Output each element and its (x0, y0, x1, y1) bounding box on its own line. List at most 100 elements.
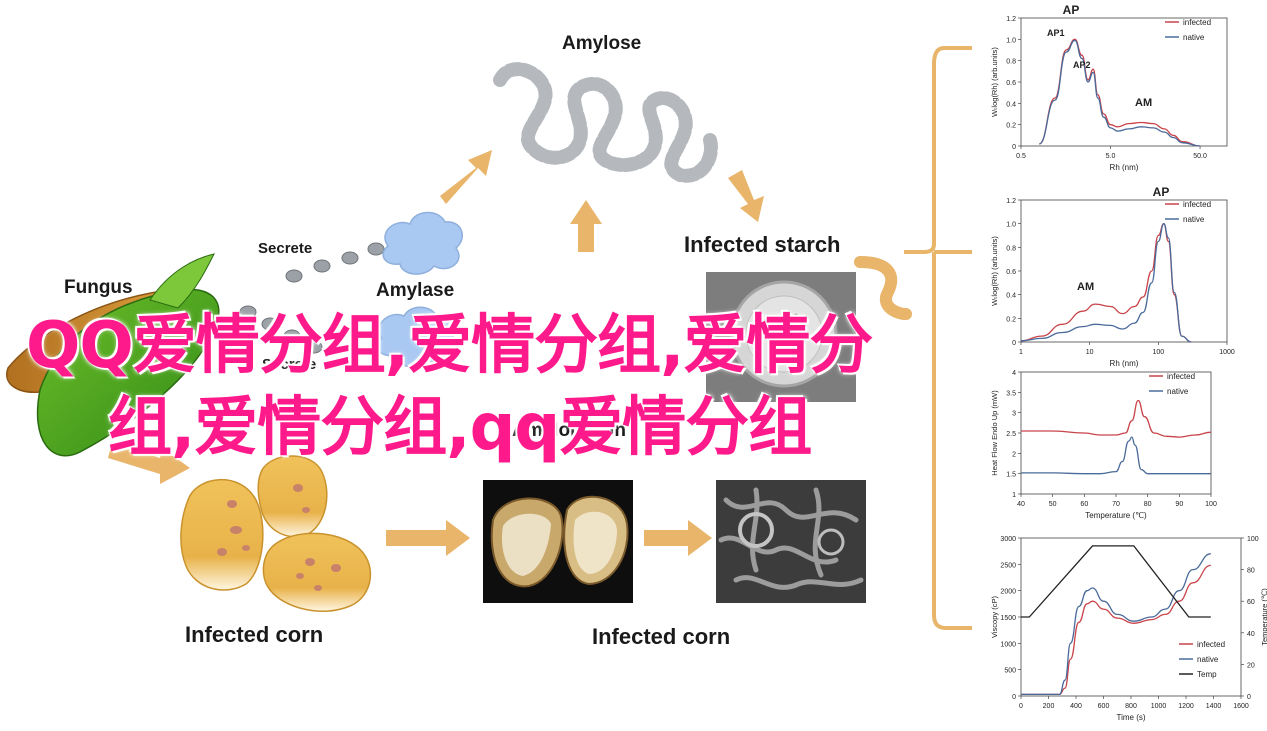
x-tick-label: 1000 (1219, 349, 1235, 356)
x-tick-label: 400 (1070, 703, 1082, 710)
starch-brace-graphic (854, 256, 912, 320)
charts-bracket-graphic (904, 46, 972, 630)
starch-diagram (6, 46, 972, 630)
fungus-corn-graphic (6, 253, 220, 457)
infected-starch-micrograph (706, 272, 856, 402)
amylose-chain-graphic (493, 62, 718, 183)
y-tick-label: 1.2 (1006, 198, 1016, 205)
infected-corn-label-left: Infected corn (185, 622, 324, 647)
x-tick-label: 600 (1098, 703, 1110, 710)
peak-label-am: AM (1077, 281, 1094, 293)
y-tick-label: 2 (1012, 451, 1016, 458)
y-axis-label-right: Temperature (℃) (1260, 588, 1267, 646)
y-tick-label: 0 (1012, 340, 1016, 347)
x-axis-label: Temperature (℃) (1085, 511, 1147, 520)
series-line-infected (1038, 38, 1201, 147)
x-tick-label: 1 (1019, 349, 1023, 356)
x-tick-label: 1600 (1233, 703, 1249, 710)
y-axis-label: Heat Flow Endo Up (mW) (990, 390, 999, 476)
x-axis-label: Time (s) (1116, 713, 1145, 722)
series-line-infected (1021, 564, 1211, 696)
y-tick-label: 1.2 (1006, 16, 1016, 23)
starch-granule-micrograph (716, 480, 866, 603)
y-tick-label: 0.4 (1006, 101, 1016, 108)
x-tick-label: 1400 (1206, 703, 1222, 710)
x-tick-label: 90 (1175, 501, 1183, 508)
x-tick-label: 800 (1125, 703, 1137, 710)
y-tick-label: 0.8 (1006, 245, 1016, 252)
x-tick-label: 70 (1112, 501, 1120, 508)
y-axis-label: Wₜlog(Rh) (arb.units) (990, 236, 999, 306)
y-tick-label: 1.0 (1006, 37, 1016, 44)
y-axis-label: Viscopy (cP) (990, 596, 999, 638)
x-axis-label: Rh (nm) (1110, 359, 1139, 368)
amylase-cloud-graphic (376, 211, 464, 368)
series-line-infected (1020, 223, 1192, 343)
infected-corn-photo (483, 480, 633, 603)
infected-starch-label: Infected starch (684, 232, 841, 257)
series-line-infected (1021, 399, 1212, 438)
secrete-label-bottom: Secrete (262, 356, 317, 373)
infected-corn-label-right: Infected corn (592, 624, 731, 649)
x-tick-label: 80 (1144, 501, 1152, 508)
secrete-bead-dots (239, 242, 385, 354)
peak-label-am: AM (1135, 97, 1152, 109)
y-tick-label-right: 0 (1247, 694, 1251, 701)
chart-title: AP (1063, 3, 1080, 17)
legend-label-infected: infected (1197, 640, 1225, 649)
y-tick-label-right: 80 (1247, 568, 1255, 575)
y-tick-label: 0.6 (1006, 269, 1016, 276)
secrete-label-top: Secrete (258, 240, 313, 257)
peak-label-ap1: AP1 (1047, 28, 1065, 38)
legend-label-infected: infected (1183, 200, 1211, 209)
legend-label-Temp: Temp (1197, 670, 1217, 679)
y-tick-label: 1.5 (1006, 472, 1016, 479)
x-tick-label: 200 (1043, 703, 1055, 710)
y-tick-label: 3.5 (1006, 390, 1016, 397)
x-tick-label: 50 (1049, 501, 1057, 508)
legend-label-native: native (1167, 387, 1189, 396)
y-tick-label-right: 60 (1247, 599, 1255, 606)
amylase-label: Amylase (376, 280, 455, 301)
legend-label-native: native (1197, 655, 1219, 664)
y-tick-label: 0 (1012, 144, 1016, 151)
x-tick-label: 40 (1017, 501, 1025, 508)
y-tick-label: 1500 (1000, 615, 1016, 622)
series-line-native (1021, 436, 1211, 475)
y-tick-label: 500 (1004, 668, 1016, 675)
peak-label-ap2: AP2 (1073, 60, 1091, 70)
y-tick-label: 1.0 (1006, 222, 1016, 229)
legend-label-infected: infected (1167, 372, 1195, 381)
y-tick-label-right: 20 (1247, 662, 1255, 669)
y-tick-label: 2.5 (1006, 431, 1016, 438)
y-tick-label: 0.6 (1006, 80, 1016, 87)
fungus-label: Fungus (64, 277, 133, 298)
y-axis-label: Wₜlog(Rh) (arb.units) (990, 47, 999, 117)
x-tick-label: 100 (1152, 349, 1164, 356)
chart-title: AP (1153, 185, 1170, 199)
x-tick-label: 5.0 (1106, 153, 1116, 160)
y-tick-label-right: 100 (1247, 536, 1259, 543)
y-tick-label: 3000 (1000, 536, 1016, 543)
y-tick-label: 1000 (1000, 641, 1016, 648)
y-tick-label: 4 (1012, 370, 1016, 377)
overlay-text-line-1: QQ爱情分组,爱情分组,爱情分 (26, 309, 873, 383)
y-tick-label: 0.8 (1006, 59, 1016, 66)
amylose-label: Amylose (562, 33, 642, 54)
y-tick-label: 1 (1012, 492, 1016, 499)
y-tick-label-right: 40 (1247, 631, 1255, 638)
y-tick-label: 3 (1012, 411, 1016, 418)
y-tick-label: 2500 (1000, 562, 1016, 569)
legend-label-infected: infected (1183, 18, 1211, 27)
flow-arrows (108, 150, 764, 556)
x-axis-label: Rh (nm) (1110, 163, 1139, 172)
x-tick-label: 0 (1019, 703, 1023, 710)
y-tick-label: 0.2 (1006, 123, 1016, 130)
y-tick-label: 0 (1012, 694, 1016, 701)
x-tick-label: 10 (1086, 349, 1094, 356)
y-tick-label: 2000 (1000, 589, 1016, 596)
